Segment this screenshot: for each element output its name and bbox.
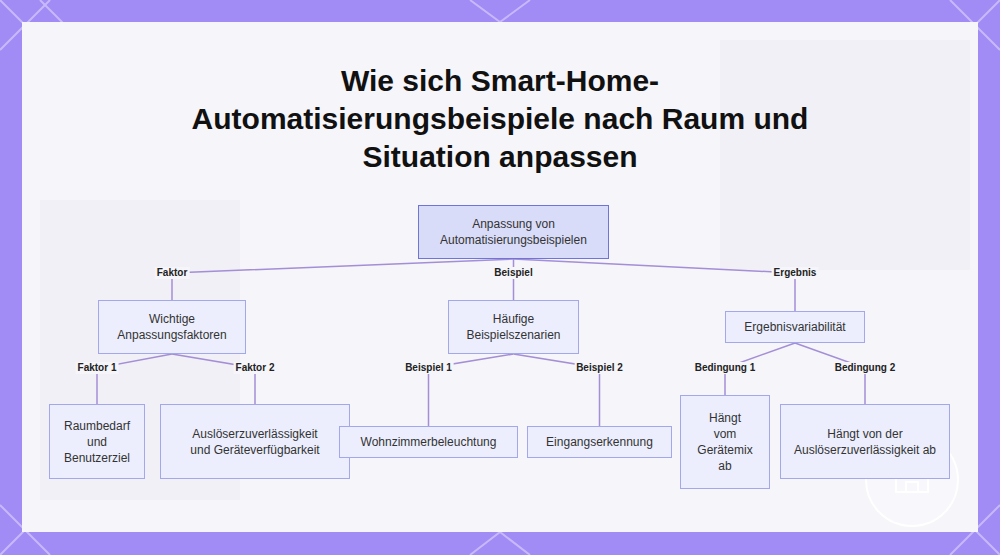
node-text: Eingangserkennung: [546, 434, 653, 450]
node-text: Hängt vom Gerätemix ab: [697, 410, 754, 474]
node-text: Häufige Beispielszenarien: [456, 311, 571, 343]
connector-line: [513, 259, 515, 300]
blurred-photo: [720, 40, 970, 270]
connector-line: [172, 259, 514, 300]
node-text: Raumbedarf und Benutzerziel: [60, 418, 135, 466]
frame-line: [500, 532, 530, 555]
leaf-box: Hängt von der Auslöserzuverlässigkeit ab: [780, 404, 950, 479]
edge-label: Beispiel 2: [574, 362, 625, 374]
node-text: Ergebnisvariabilität: [744, 319, 845, 335]
edge-label: Faktor 1: [76, 362, 119, 374]
edge-label: Faktor 2: [234, 362, 277, 374]
edge-label: Faktor: [155, 267, 190, 279]
node-text: Wichtige Anpassungsfaktoren: [106, 311, 238, 343]
category-box: Ergebnisvariabilität: [725, 311, 865, 343]
node-text: Auslöserzuverlässigkeit und Geräteverfüg…: [185, 426, 325, 458]
content-card: [22, 22, 978, 532]
category-box: Häufige Beispielszenarien: [448, 300, 579, 354]
category-box: Wichtige Anpassungsfaktoren: [98, 300, 246, 354]
frame-line: [470, 0, 500, 22]
edge-label: Bedingung 1: [693, 362, 758, 374]
root-box: Anpassung von Automatisierungsbeispielen: [418, 205, 609, 259]
edge-label: Beispiel: [492, 267, 534, 279]
diagram-title: Wie sich Smart-Home-Automatisierungsbeis…: [190, 62, 810, 176]
edge-label: Beispiel 1: [403, 362, 454, 374]
leaf-box: Eingangserkennung: [527, 426, 672, 458]
leaf-box: Hängt vom Gerätemix ab: [680, 395, 770, 489]
node-text: Anpassung von Automatisierungsbeispielen: [426, 216, 601, 248]
node-text: Hängt von der Auslöserzuverlässigkeit ab: [790, 426, 940, 458]
leaf-box: Raumbedarf und Benutzerziel: [49, 404, 145, 479]
edge-label: Ergebnis: [772, 267, 819, 279]
frame-line: [500, 0, 530, 22]
leaf-box: Wohnzimmerbeleuchtung: [339, 426, 518, 458]
leaf-box: Auslöserzuverlässigkeit und Geräteverfüg…: [160, 404, 350, 479]
node-text: Wohnzimmerbeleuchtung: [361, 434, 497, 450]
edge-label: Bedingung 2: [833, 362, 898, 374]
frame-line: [470, 532, 500, 555]
logo-door: [906, 482, 918, 492]
